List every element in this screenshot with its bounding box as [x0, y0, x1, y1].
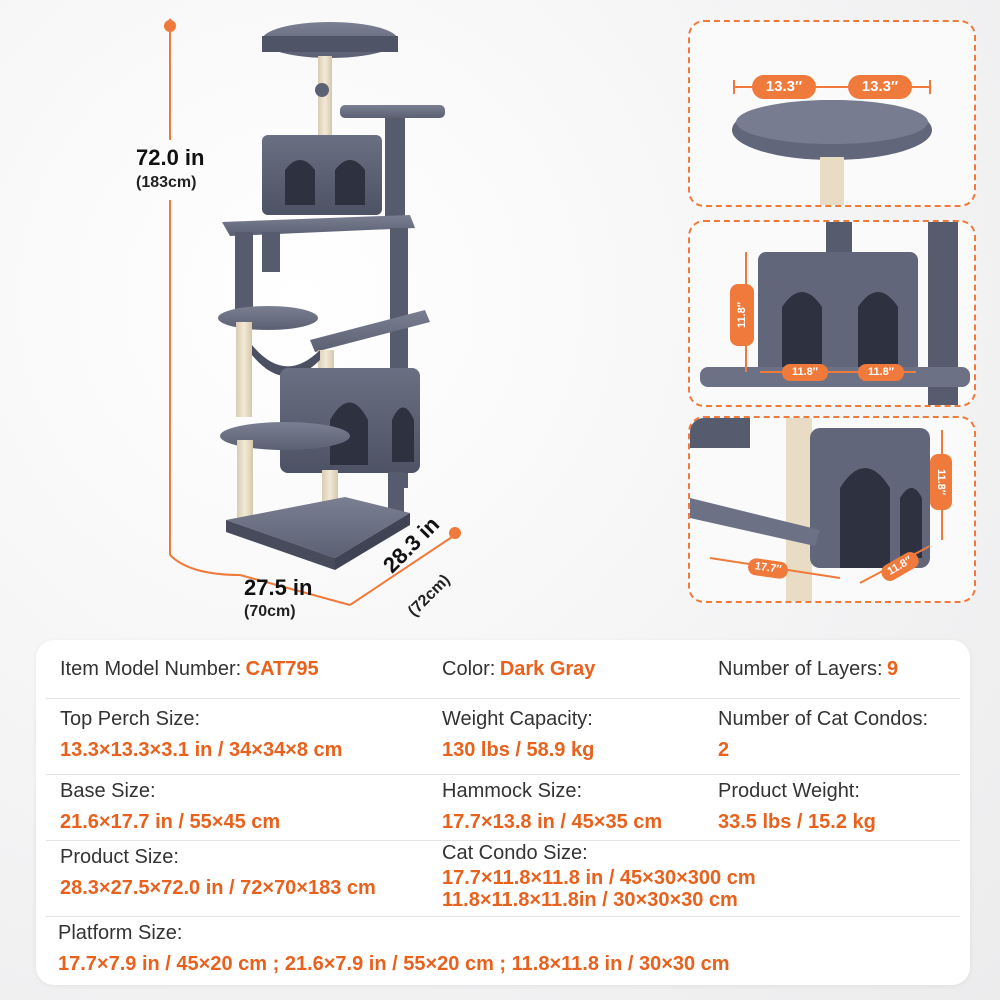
layers-value: 9: [886, 658, 899, 680]
top-post: [318, 56, 332, 146]
condo-size-value-1: 17.7×11.8×11.8 in / 45×30×300 cm: [442, 867, 756, 889]
upper-condo-height-tag: 11.8″: [730, 284, 754, 346]
lower-condo-height-tag: 11.8″: [930, 454, 952, 510]
detail-top-perch: 13.3″ 13.3″: [688, 20, 976, 207]
base-value: 21.6×17.7 in / 55×45 cm: [60, 811, 281, 833]
spec-row-4: Product Size: 28.3×27.5×72.0 in / 72×70×…: [36, 842, 970, 912]
model-label: Item Model Number:: [60, 658, 242, 680]
spec-table: Item Model Number: CAT795 Color: Dark Gr…: [36, 640, 970, 985]
top-perch-closeup: [732, 80, 932, 205]
top-perch-label: Top Perch Size:: [60, 708, 201, 730]
top-perch-value: 13.3×13.3×3.1 in / 34×34×8 cm: [60, 739, 343, 761]
spec-row-2: Top Perch Size: 13.3×13.3×3.1 in / 34×34…: [36, 708, 970, 774]
spec-row-3: Base Size: 21.6×17.7 in / 55×45 cm Hammo…: [36, 780, 970, 840]
divider: [46, 916, 960, 917]
top-perch-right-tag: 13.3″: [848, 75, 912, 99]
cat-tree-illustration: [164, 18, 461, 606]
base-platform: [226, 497, 410, 558]
color-value: Dark Gray: [499, 658, 596, 680]
product-size-label: Product Size:: [60, 846, 179, 868]
condos-label: Number of Cat Condos:: [718, 708, 929, 730]
detail-upper-condo: 11.8″ 11.8″ 11.8″: [688, 220, 976, 407]
divider: [46, 698, 960, 699]
product-weight-value: 33.5 lbs / 15.2 kg: [718, 811, 876, 833]
platform-value: 17.7×7.9 in / 45×20 cm ; 21.6×7.9 in / 5…: [58, 953, 730, 975]
product-weight-label: Product Weight:: [718, 780, 860, 802]
condos-value: 2: [718, 739, 730, 761]
lower-condo-closeup: [690, 418, 943, 601]
top-perch-left-tag: 13.3″: [752, 75, 816, 99]
divider: [46, 774, 960, 775]
condo-size-value-2: 11.8×11.8×11.8in / 30×30×30 cm: [442, 889, 738, 911]
model-value: CAT795: [245, 658, 319, 680]
height-cm: (183cm): [136, 174, 197, 191]
condo-size-label: Cat Condo Size:: [442, 842, 588, 864]
dangling-ball: [315, 83, 329, 97]
product-stage: 72.0 in (183cm) 27.5 in (70cm) 28.3 in (…: [136, 18, 976, 620]
detail-lower-condo: 11.8″ 17.7″ 11.8″: [688, 416, 976, 603]
depth-line: [349, 534, 456, 606]
weight-capacity-label: Weight Capacity:: [442, 708, 593, 730]
height-inches: 72.0 in: [136, 145, 205, 170]
upper-condo-width-b-tag: 11.8″: [858, 364, 904, 381]
width-cm: (70cm): [244, 603, 296, 620]
layers-label: Number of Layers:: [718, 658, 883, 680]
upper-condo-hole-right: [335, 160, 365, 205]
upper-condo-closeup: [700, 222, 970, 405]
hammock-label: Hammock Size:: [442, 780, 583, 802]
width-inches: 27.5 in: [244, 575, 313, 600]
hammock-value: 17.7×13.8 in / 45×35 cm: [442, 811, 663, 833]
weight-capacity-value: 130 lbs / 58.9 kg: [442, 739, 595, 761]
base-label: Base Size:: [60, 780, 156, 802]
color-label: Color:: [442, 658, 496, 680]
product-size-value: 28.3×27.5×72.0 in / 72×70×183 cm: [60, 877, 376, 899]
upper-condo-hole-left: [285, 160, 315, 205]
spec-row-5: Platform Size: 17.7×7.9 in / 45×20 cm ; …: [36, 922, 970, 982]
width-line: [239, 574, 351, 606]
spec-row-1: Item Model Number: CAT795 Color: Dark Gr…: [36, 658, 970, 698]
upper-condo-width-a-tag: 11.8″: [782, 364, 828, 381]
platform-label: Platform Size:: [58, 922, 183, 944]
divider: [46, 840, 960, 841]
